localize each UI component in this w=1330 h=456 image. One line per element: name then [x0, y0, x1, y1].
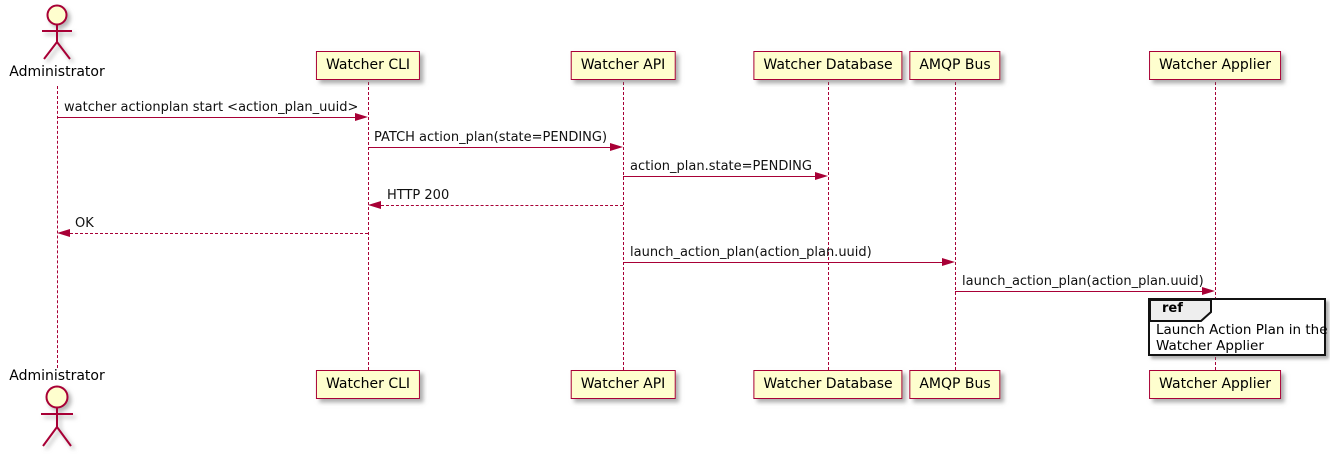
message-label: watcher actionplan start <action_plan_uu… — [64, 100, 359, 115]
message-line — [955, 291, 1202, 292]
lifeline-watcher-api — [623, 82, 624, 370]
ref-fragment: ref Launch Action Plan in the Watcher Ap… — [1148, 298, 1328, 356]
arrowhead-icon — [355, 113, 368, 121]
ref-text-line1: Launch Action Plan in the — [1156, 322, 1328, 338]
participant-amqp-bus-top: AMQP Bus — [909, 51, 1001, 80]
message-label: OK — [75, 216, 94, 231]
participant-watcher-applier-top: Watcher Applier — [1149, 51, 1281, 80]
arrowhead-icon — [368, 201, 381, 209]
arrowhead-icon — [610, 143, 623, 151]
participant-amqp-bus-bottom: AMQP Bus — [909, 370, 1001, 399]
message-line — [623, 262, 942, 263]
participant-watcher-cli-bottom: Watcher CLI — [315, 370, 421, 399]
arrowhead-icon — [942, 258, 955, 266]
actor-icon — [35, 385, 79, 455]
lifeline-watcher-applier — [1215, 82, 1216, 370]
ref-tab — [1149, 299, 1212, 322]
message-line — [623, 176, 815, 177]
ref-text-line2: Watcher Applier — [1156, 338, 1264, 354]
message-line — [57, 117, 355, 118]
participant-watcher-database-bottom: Watcher Database — [753, 370, 903, 399]
participant-watcher-cli-top: Watcher CLI — [315, 51, 421, 80]
ref-keyword: ref — [1162, 301, 1183, 316]
actor-icon — [35, 4, 79, 66]
actor-label-top: Administrator — [9, 64, 105, 80]
participant-watcher-database-top: Watcher Database — [753, 51, 903, 80]
lifeline-watcher-cli — [368, 82, 369, 370]
message-label: launch_action_plan(action_plan.uuid) — [630, 245, 872, 260]
participant-watcher-api-top: Watcher API — [570, 51, 676, 80]
arrowhead-icon — [1202, 287, 1215, 295]
message-line — [381, 205, 623, 206]
lifeline-amqp-bus — [955, 82, 956, 370]
arrowhead-icon — [57, 229, 70, 237]
lifeline-watcher-database — [828, 82, 829, 370]
participant-watcher-api-bottom: Watcher API — [570, 370, 676, 399]
arrowhead-icon — [815, 172, 828, 180]
lifeline-administrator — [57, 86, 58, 368]
message-line — [368, 147, 610, 148]
message-label: action_plan.state=PENDING — [630, 159, 812, 174]
message-label: launch_action_plan(action_plan.uuid) — [962, 274, 1204, 289]
message-label: HTTP 200 — [387, 188, 450, 203]
actor-label-bottom: Administrator — [9, 368, 105, 384]
message-line — [70, 233, 368, 234]
participant-watcher-applier-bottom: Watcher Applier — [1149, 370, 1281, 399]
message-label: PATCH action_plan(state=PENDING) — [374, 130, 608, 145]
